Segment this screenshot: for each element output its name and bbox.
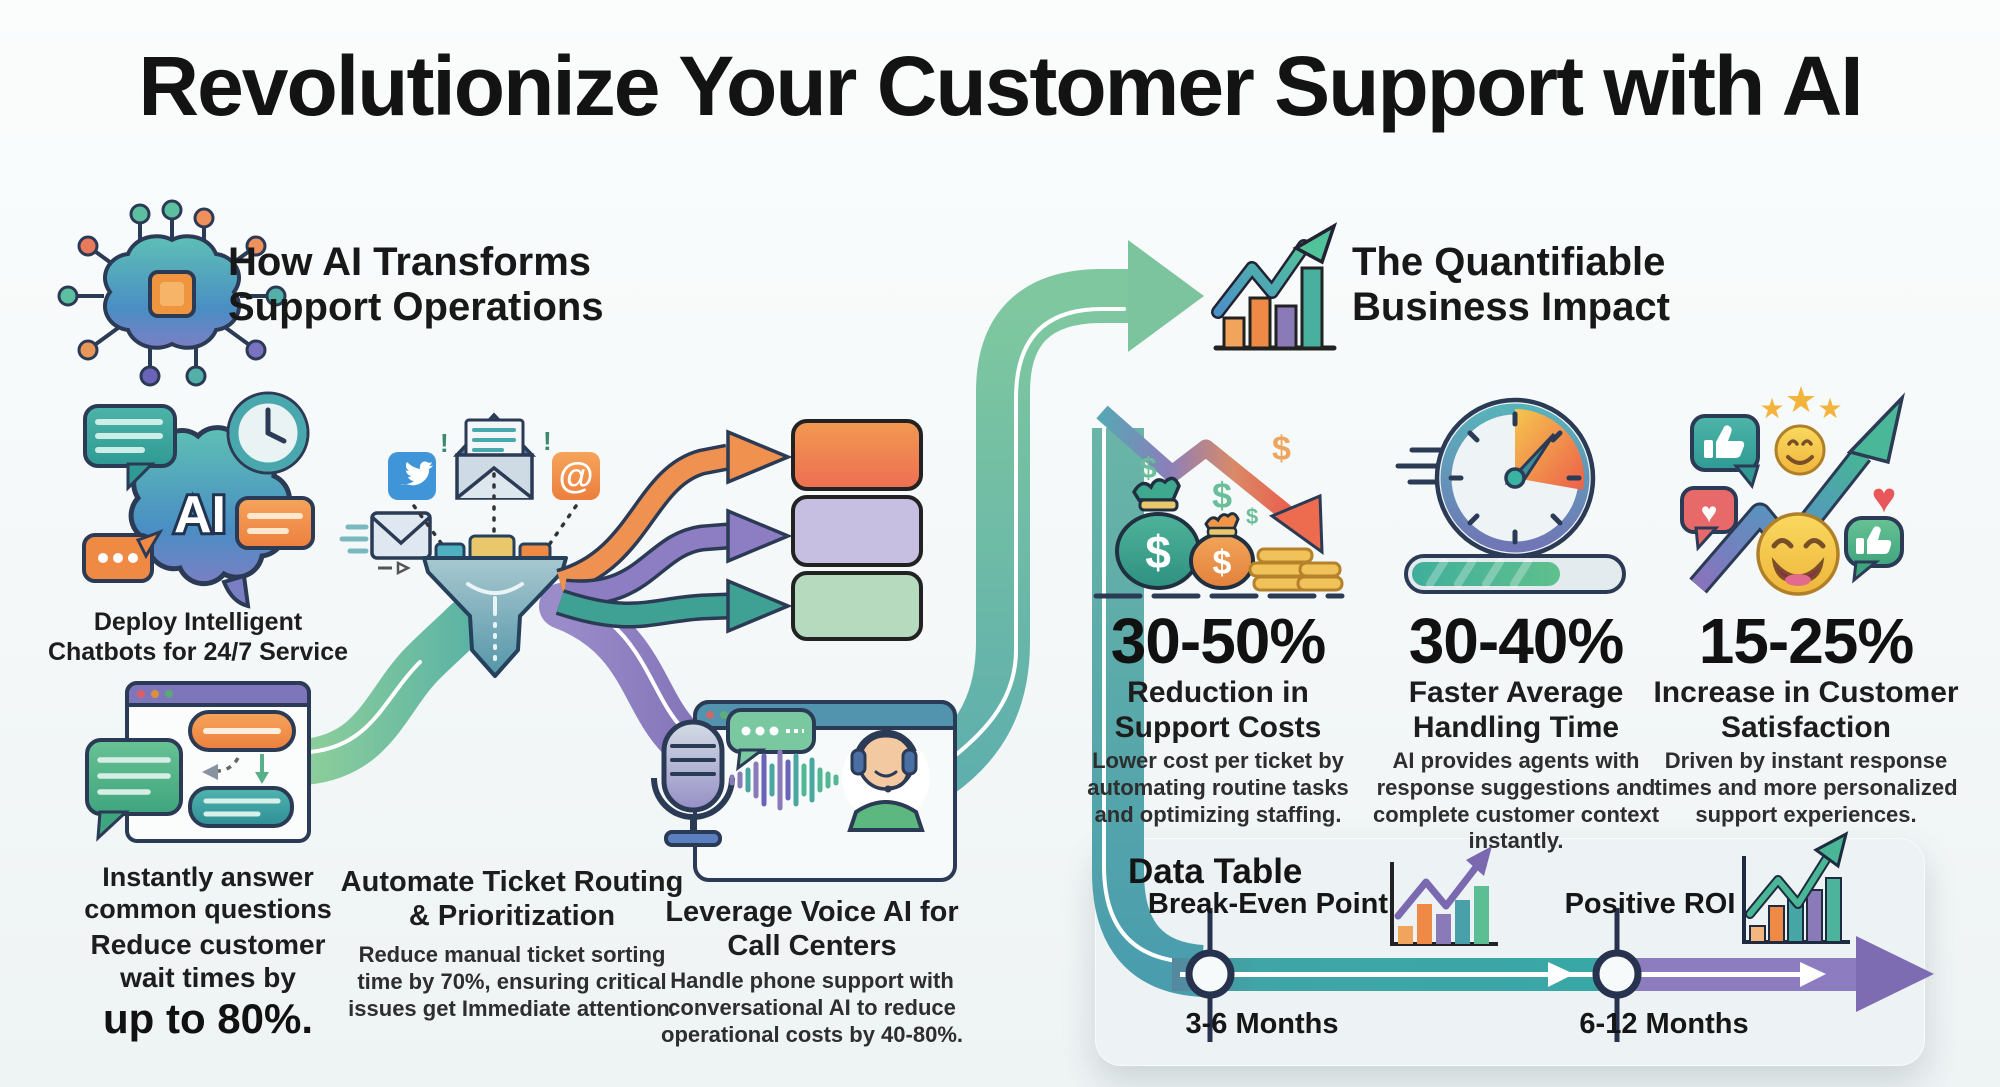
speed-lines-icon bbox=[339, 524, 369, 554]
money-bag-orange-icon: $ bbox=[1189, 512, 1255, 590]
chat-bubble-orange-icon bbox=[235, 496, 315, 550]
twitter-icon bbox=[388, 452, 436, 500]
progress-bar-icon bbox=[1404, 554, 1626, 594]
stat-value-satisfaction: 15-25% bbox=[1698, 605, 1915, 677]
at-sign-icon: @ bbox=[552, 452, 600, 500]
chat-bubble-teal-icon bbox=[83, 404, 177, 492]
money-bag-green-icon: $ bbox=[1115, 476, 1201, 590]
voice-ai-window-icon bbox=[651, 700, 957, 882]
milestone-time-break-even: 3-6 Months bbox=[1185, 1008, 1339, 1040]
ticket-funnel-icon: @ ! ! bbox=[339, 412, 600, 678]
falling-costs-icon: $ $ $ $ $ $ bbox=[1093, 405, 1345, 599]
voice-body: Handle phone support with conversational… bbox=[661, 968, 963, 1047]
heart-bubble-icon: ♥ bbox=[1680, 486, 1738, 552]
thumbs-up-bubble-teal-icon bbox=[1690, 414, 1761, 490]
stat-body-satisfaction: Driven by instant response times and mor… bbox=[1654, 748, 1958, 827]
support-agent-icon bbox=[842, 729, 930, 832]
stat-value-handling-time: 30-40% bbox=[1408, 605, 1625, 677]
waveform-icon bbox=[729, 749, 839, 811]
green-speech-bubble-icon bbox=[85, 738, 183, 842]
route-box-purple bbox=[791, 495, 923, 567]
exclamation-mark-icon: ! bbox=[543, 426, 552, 456]
stat-label-handling-time: Faster Average Handling Time bbox=[1408, 676, 1624, 744]
microphone-icon bbox=[651, 719, 735, 847]
chatbots-subcaption-1: Instantly answer common questions bbox=[84, 862, 332, 924]
svg-text:$: $ bbox=[1140, 452, 1157, 485]
stat-body-support-costs: Lower cost per ticket by automating rout… bbox=[1087, 748, 1349, 827]
star-icon: ★ bbox=[1785, 379, 1817, 420]
speedometer-icon bbox=[1395, 397, 1626, 594]
heart-icon: ♥ bbox=[1872, 474, 1897, 521]
satisfaction-icon: ★ ★ ★ ♥ bbox=[1680, 379, 1906, 596]
voice-bubble-icon bbox=[726, 708, 816, 772]
route-box-orange bbox=[791, 419, 923, 491]
stat-value-support-costs: 30-50% bbox=[1110, 605, 1327, 677]
svg-text:$: $ bbox=[1213, 544, 1232, 582]
growth-chart-icon bbox=[1211, 222, 1338, 351]
svg-text:@: @ bbox=[558, 455, 593, 496]
section-heading-impact: The Quantifiable Business Impact bbox=[1352, 240, 1670, 330]
clock-icon bbox=[226, 391, 310, 475]
svg-text:$: $ bbox=[1212, 475, 1232, 516]
page-title: Revolutionize Your Customer Support with… bbox=[138, 39, 1863, 133]
chatbots-caption: Deploy Intelligent Chatbots for 24/7 Ser… bbox=[47, 608, 349, 666]
smiley-icon bbox=[1774, 424, 1826, 476]
flow-band-funnel-to-voice bbox=[539, 583, 729, 785]
milestone-label-break-even: Break-Even Point bbox=[1147, 888, 1389, 920]
chat-bubble-dots-icon bbox=[82, 529, 164, 583]
exclamation-mark-icon: ! bbox=[440, 428, 449, 458]
stat-body-handling-time: AI provides agents with response suggest… bbox=[1372, 748, 1660, 854]
laughing-smiley-icon bbox=[1756, 512, 1840, 596]
route-box-green bbox=[791, 571, 923, 641]
ai-chatbot-icon: AI bbox=[82, 391, 315, 609]
star-icon: ★ bbox=[1817, 393, 1842, 424]
section-heading-how: How AI Transforms Support Operations bbox=[228, 240, 604, 330]
chatbots-highlight: up to 80%. bbox=[102, 995, 314, 1042]
heart-icon: ♥ bbox=[1701, 497, 1718, 528]
stat-label-support-costs: Reduction in Support Costs bbox=[1114, 676, 1322, 744]
svg-text:$: $ bbox=[1145, 526, 1171, 578]
chatbots-subcaption-2: Reduce customer wait times by bbox=[90, 929, 326, 994]
routing-outputs bbox=[555, 419, 923, 641]
star-icon: ★ bbox=[1759, 393, 1784, 424]
milestone-label-positive-roi: Positive ROI bbox=[1564, 888, 1736, 920]
milestone-time-positive-roi: 6-12 Months bbox=[1579, 1008, 1749, 1040]
thumbs-up-bubble-green-icon bbox=[1844, 516, 1904, 584]
envelope-closed-icon bbox=[370, 511, 432, 560]
svg-text:$: $ bbox=[1272, 430, 1291, 468]
ai-brain-label: AI bbox=[174, 486, 226, 544]
svg-text:$: $ bbox=[1246, 504, 1258, 529]
data-table-heading: Data Table bbox=[1128, 852, 1303, 891]
stat-label-satisfaction: Increase in Customer Satisfaction bbox=[1653, 676, 1959, 744]
routing-heading: Automate Ticket Routing & Prioritization bbox=[340, 866, 684, 932]
routing-body: Reduce manual ticket sorting time by 70%… bbox=[348, 942, 676, 1021]
chat-window-icon bbox=[85, 681, 311, 843]
voice-heading: Leverage Voice AI for Call Centers bbox=[665, 896, 959, 962]
envelope-open-icon bbox=[452, 412, 537, 500]
coin-stack-icon bbox=[1248, 547, 1344, 592]
